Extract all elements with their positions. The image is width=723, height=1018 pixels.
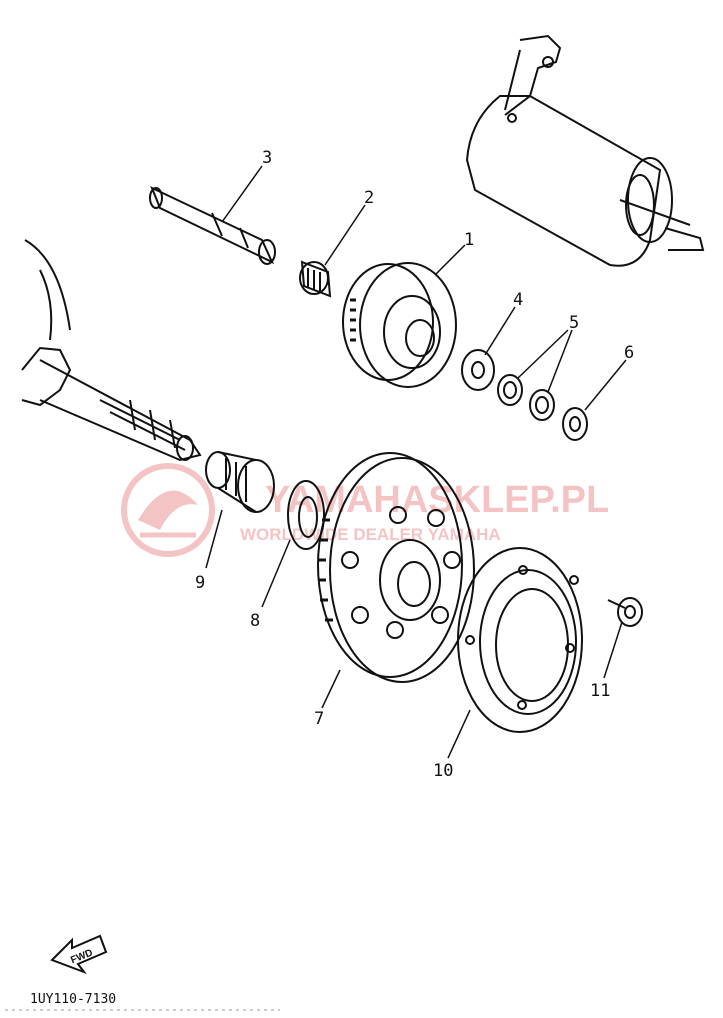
callout-4: 4 [513,290,523,310]
callout-6: 6 [624,343,634,363]
watermark-tagline: WORLDWIDE DEALER YAMAHA [240,525,501,544]
callout-7: 7 [314,709,324,729]
part-9-bearing [205,451,275,513]
callout-5: 5 [569,313,579,333]
part-10-clutch [457,547,583,733]
part-2-bearing [299,260,332,298]
drawing-code: 1UY110-7130 [30,992,116,1007]
part-8-washer [287,480,325,550]
part-4-washer [461,349,495,391]
watermark: YAMAHASKLEP.PL WORLDWIDE DEALER YAMAHA [121,463,609,557]
callout-8: 8 [250,611,260,631]
crankshaft [21,239,202,462]
fwd-arrow-icon [50,934,108,975]
part-3-shaft [149,186,276,265]
callout-10: 10 [433,761,453,781]
part-11-bolt [607,597,643,627]
callout-2: 2 [364,188,374,208]
fwd-arrow: FWD [50,934,108,975]
callout-3: 3 [262,148,272,168]
callout-11: 11 [590,681,610,701]
callout-labels: 1 2 3 4 5 6 7 8 9 10 11 [195,148,634,781]
part-7-wheel-gear [317,452,475,683]
watermark-logo [121,463,215,557]
part-6-washer [562,407,588,441]
part-5-circlips [497,374,555,421]
leader-lines [205,165,627,759]
callout-9: 9 [195,573,205,593]
starter-motor [465,34,705,267]
part-1-idle-gear [342,262,457,388]
callout-1: 1 [464,230,474,250]
